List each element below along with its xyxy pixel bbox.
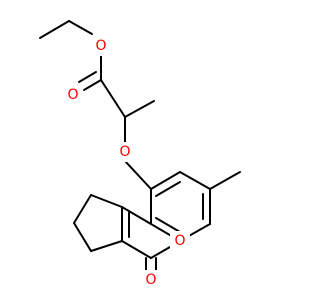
structure-svg: O O O O O bbox=[39, 20, 241, 290]
bond-ethyl-ch2-o bbox=[68, 20, 93, 35]
ester-o-single-bg bbox=[91, 36, 111, 56]
bond-c3a-c4 bbox=[121, 240, 152, 259]
bond-ar-c7-c6 bbox=[179, 171, 211, 190]
bond-carbonyl-double-2 bbox=[78, 71, 97, 83]
lactone-o-double-label: O bbox=[145, 272, 156, 288]
bond-ethyl-ch3-ch2 bbox=[39, 20, 70, 39]
bond-ar-c8-c7 bbox=[150, 171, 181, 190]
ether-o-label: O bbox=[119, 144, 130, 160]
ring-o-label: O bbox=[174, 233, 185, 249]
bond-c2-c3 bbox=[73, 222, 92, 252]
bond-alpha-methyl bbox=[124, 100, 155, 118]
bond-c4-ring-o bbox=[150, 246, 171, 259]
ring-o-bg bbox=[170, 231, 190, 251]
bond-c9a-c9b bbox=[121, 206, 152, 225]
ester-o-double-bg bbox=[63, 85, 83, 105]
bond-c3-c3a bbox=[90, 240, 123, 252]
bond-ar-c8-c7-inner bbox=[155, 181, 181, 197]
molecule-diagram: O O O O O bbox=[39, 20, 241, 290]
bond-ar-c6-methyl bbox=[209, 171, 241, 190]
bond-carbonyl-alpha bbox=[100, 79, 126, 118]
bond-ether-o-aryl bbox=[124, 160, 152, 190]
bond-c9b-c1 bbox=[90, 194, 123, 208]
bond-ar-c4a-c9a-inner bbox=[155, 217, 181, 233]
lactone-o-double-bg bbox=[141, 270, 161, 290]
ester-o-single-label: O bbox=[95, 38, 106, 54]
ester-o-double-label: O bbox=[67, 87, 78, 103]
ether-o-bg bbox=[115, 142, 135, 162]
bond-c1-c2 bbox=[73, 194, 92, 224]
bond-carbonyl-double-1 bbox=[83, 79, 102, 91]
